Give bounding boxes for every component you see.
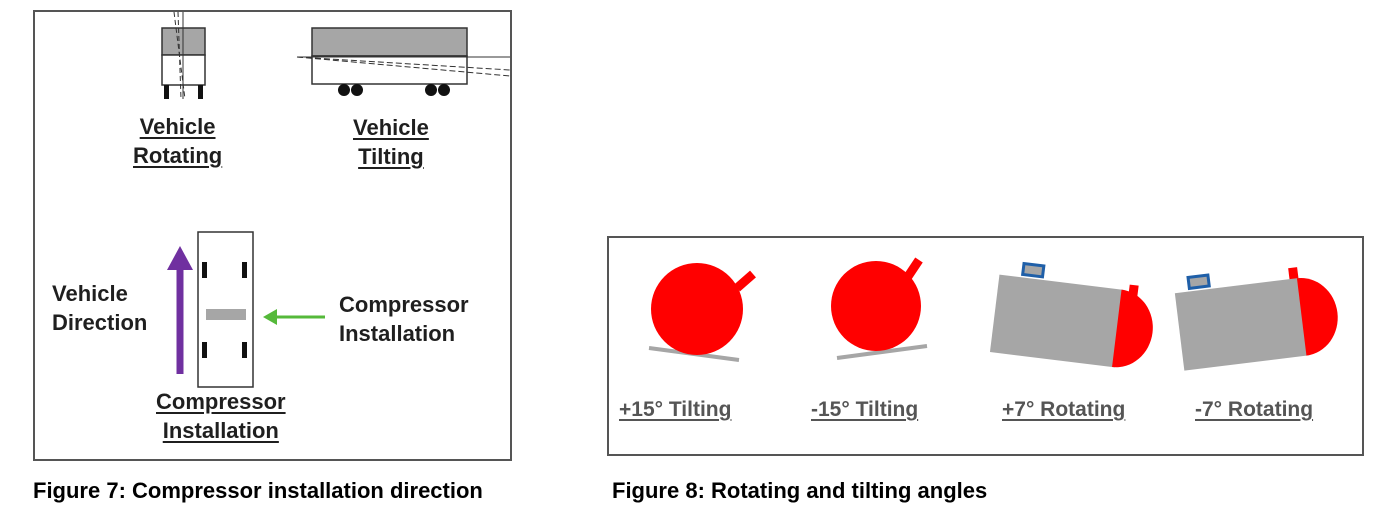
vehicle-tilting-icon <box>296 27 511 96</box>
compressor-installation-bottom-label: Compressor Installation <box>156 389 286 443</box>
vehicle-rotating-label: Vehicle Rotating <box>133 114 223 168</box>
angle-label-plus-7-rotating: +7° Rotating <box>1002 398 1126 421</box>
compressor-rotate-plus-7-icon <box>989 261 1153 368</box>
vehicle-direction-arrow <box>167 246 193 374</box>
figure-7-drawing <box>161 12 511 388</box>
angle-label-minus-15-tilting: -15° Tilting <box>811 398 919 421</box>
compressor-rotate-minus-7-icon <box>1174 267 1338 371</box>
vehicle-direction-label: Vehicle Direction <box>52 281 148 335</box>
angle-label-plus-15-tilting: +15° Tilting <box>619 398 732 421</box>
vehicle-top-view <box>197 231 254 388</box>
figure-8-drawing <box>648 257 1338 371</box>
figure-8-caption: Figure 8: Rotating and tilting angles <box>612 478 988 503</box>
compressor-tilt-minus-15-icon <box>831 257 928 360</box>
figure-8-panel: +15° Tilting -15° Tilting +7° Rotating -… <box>607 236 1364 456</box>
compressor-installation-side-label: Compressor Installation <box>339 292 469 346</box>
compressor-installation-arrow <box>263 309 325 325</box>
figure-7-panel: Vehicle Rotating Vehicle Tilting Vehicle… <box>33 10 512 461</box>
angle-label-minus-7-rotating: -7° Rotating <box>1195 398 1314 421</box>
compressor-tilt-plus-15-icon <box>648 263 756 362</box>
figure-7-caption: Figure 7: Compressor installation direct… <box>33 478 483 503</box>
vehicle-rotating-icon <box>161 12 206 100</box>
vehicle-tilting-label: Vehicle Tilting <box>353 115 429 169</box>
